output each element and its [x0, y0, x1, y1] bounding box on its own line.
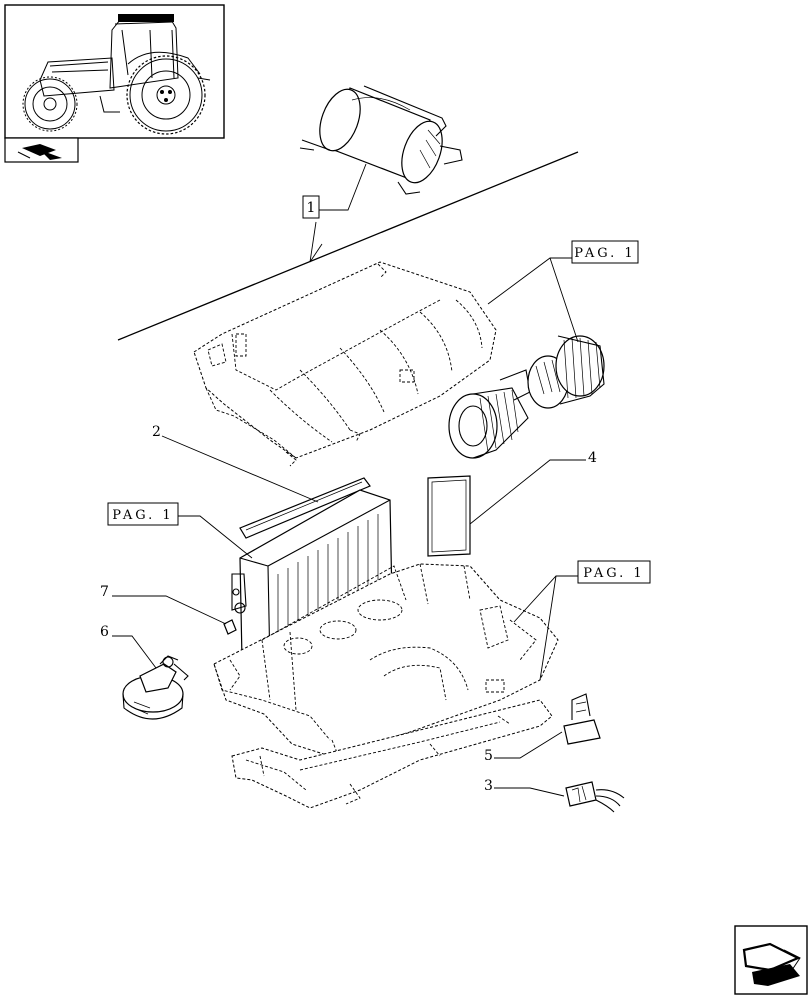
- filter-panel-part: 4: [427, 450, 597, 557]
- blower-fans-part: [448, 335, 605, 459]
- item-5-label: 5: [484, 748, 493, 764]
- seal-strip-part: 2: [152, 424, 371, 539]
- callout-pag-top-label: PAG. 1: [574, 246, 635, 261]
- section-divider-line: [117, 151, 579, 341]
- callout-pag-right: PAG. 1: [513, 560, 651, 681]
- callout-pag-left: PAG. 1: [107, 502, 253, 559]
- connector-part: 3: [484, 778, 625, 813]
- callout-pag-right-label: PAG. 1: [583, 566, 644, 581]
- item-7-label: 7: [100, 584, 109, 600]
- screw-part: 7: [100, 584, 237, 635]
- item-6-label: 6: [100, 624, 109, 640]
- actuator-part: 6: [100, 624, 189, 720]
- callout-1-label: 1: [307, 200, 316, 216]
- item-3-label: 3: [484, 778, 493, 794]
- callout-pag-left-label: PAG. 1: [112, 508, 173, 523]
- bottom-frame-part: [231, 699, 553, 809]
- tractor-thumbnail[interactable]: [4, 4, 225, 139]
- air-filter-part: [299, 85, 463, 195]
- book-arrow-icon[interactable]: [4, 137, 79, 163]
- next-page-arrow-icon[interactable]: [734, 925, 808, 995]
- resistor-part: 5: [484, 693, 601, 764]
- callout-pag-top: PAG. 1: [487, 240, 639, 343]
- upper-housing-part: [193, 261, 497, 467]
- item-4-label: 4: [588, 450, 597, 466]
- callout-1: 1: [302, 163, 367, 263]
- item-2-label: 2: [152, 424, 161, 440]
